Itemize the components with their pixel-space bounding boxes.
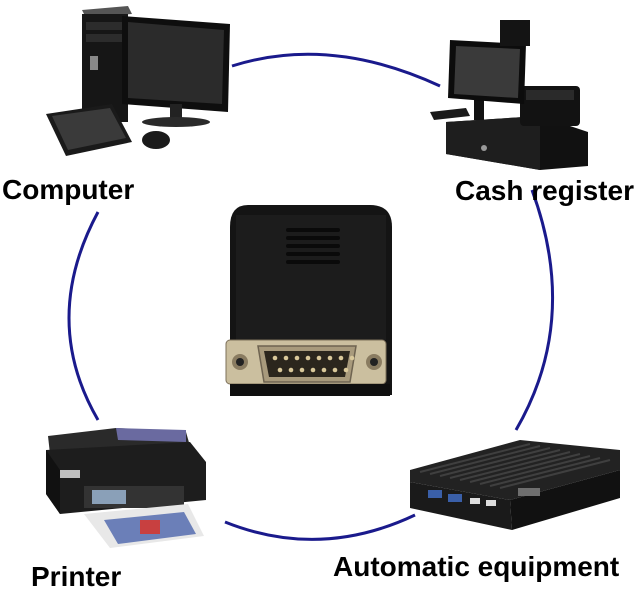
arc-left — [67, 211, 100, 421]
arc-right — [514, 189, 555, 431]
industrial-pc-icon — [410, 440, 620, 530]
cash-register-icon — [430, 20, 588, 170]
printer-icon — [46, 428, 206, 548]
arc-bottom — [224, 513, 416, 541]
computer-icon — [46, 6, 230, 156]
db15-adapter-icon — [225, 205, 392, 396]
connection-circle — [67, 52, 555, 541]
label-printer: Printer — [31, 561, 122, 592]
arc-top — [231, 52, 441, 88]
label-computer: Computer — [2, 174, 135, 205]
label-cash-register: Cash register — [455, 175, 634, 206]
label-automatic-equipment: Automatic equipment — [333, 551, 620, 582]
